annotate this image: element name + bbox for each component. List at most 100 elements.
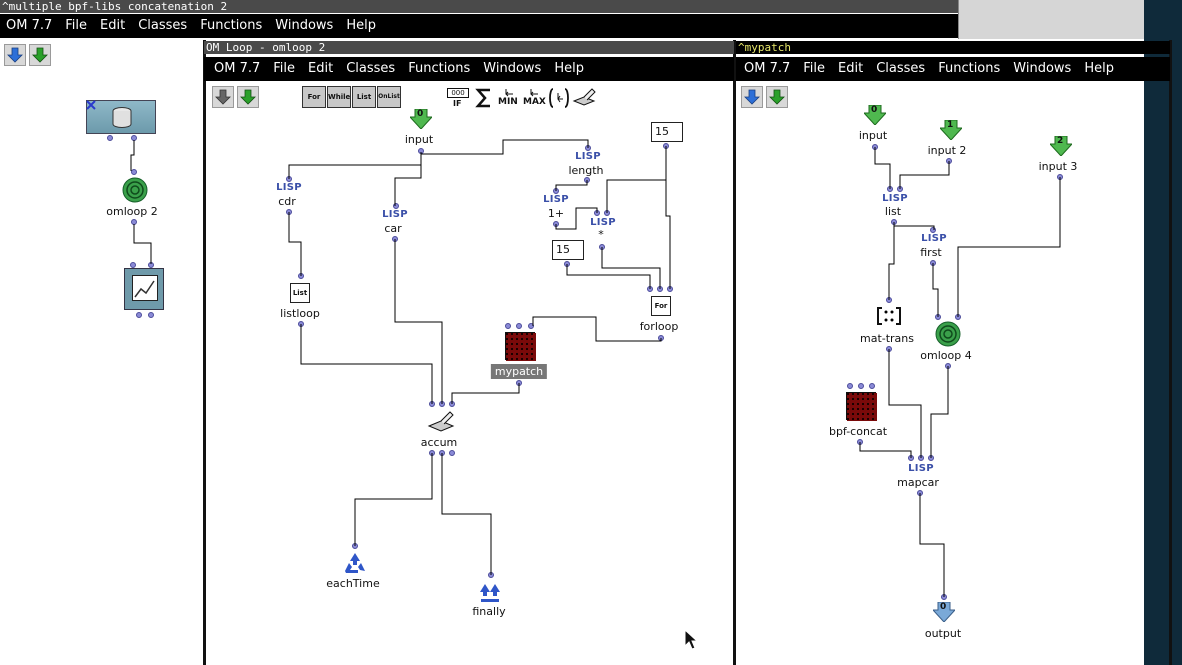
output-blue-arrow-icon[interactable] (933, 602, 955, 622)
menu-file[interactable]: File (65, 18, 88, 33)
list-inlet-2[interactable] (897, 186, 903, 192)
times-outlet[interactable] (599, 244, 605, 250)
menu-help[interactable]: Help (1084, 61, 1114, 76)
menu-om[interactable]: OM 7.7 (744, 61, 791, 76)
palette-max-button[interactable]: MAX (522, 87, 546, 109)
menu-help[interactable]: Help (554, 61, 584, 76)
omloop2-outlet[interactable] (131, 219, 137, 225)
mattrans-inlet[interactable] (886, 297, 892, 303)
car-outlet[interactable] (392, 236, 398, 242)
number-box-top[interactable]: 15 (651, 122, 683, 142)
palette-for-button[interactable]: For (302, 86, 326, 108)
eachtime-inlet[interactable] (352, 543, 358, 549)
menu-file[interactable]: File (273, 61, 296, 76)
eachtime-recycle-icon[interactable] (342, 551, 368, 575)
mypatch-inlet-3[interactable] (528, 323, 534, 329)
list-inlet-1[interactable] (887, 186, 893, 192)
main-arrow-down-button[interactable] (4, 44, 26, 66)
accum-outlet-1[interactable] (429, 450, 435, 456)
listloop-outlet[interactable] (298, 321, 304, 327)
numbox-top-outlet[interactable] (663, 143, 669, 149)
menu-classes[interactable]: Classes (346, 61, 396, 76)
forloop-outlet[interactable] (658, 335, 664, 341)
input-green-arrow-icon[interactable] (1050, 136, 1072, 156)
collect-icon[interactable] (548, 87, 570, 109)
accum-inlet-1[interactable] (429, 401, 435, 407)
menu-classes[interactable]: Classes (876, 61, 926, 76)
mypatch-input-outlet[interactable] (872, 144, 878, 150)
length-outlet[interactable] (584, 177, 590, 183)
first-outlet[interactable] (930, 260, 936, 266)
bpf-outlet-1[interactable] (136, 312, 142, 318)
omloop-window-titlebar[interactable]: OM Loop - omloop 2 (204, 41, 734, 54)
palette-list-button[interactable]: List (352, 86, 376, 108)
mypatch-box[interactable] (505, 332, 536, 361)
menu-edit[interactable]: Edit (100, 18, 126, 33)
list-outlet[interactable] (891, 219, 897, 225)
mypatch-input3-outlet[interactable] (1057, 174, 1063, 180)
bpfconcat-inlet-2[interactable] (858, 383, 864, 389)
times-inlet-1[interactable] (594, 210, 600, 216)
omloop4-outlet[interactable] (945, 363, 951, 369)
input-green-arrow-icon[interactable] (410, 109, 432, 129)
menu-functions[interactable]: Functions (200, 18, 263, 33)
accum-tool-icon[interactable] (572, 87, 598, 109)
bpfconcat-inlet-1[interactable] (847, 383, 853, 389)
mypatch-window-titlebar[interactable]: ^mypatch (736, 41, 1170, 54)
palette-while-button[interactable]: While (327, 86, 351, 108)
forloop-inlet-3[interactable] (667, 286, 673, 292)
mapcar-inlet-1[interactable] (908, 455, 914, 461)
omloop-input-outlet[interactable] (418, 148, 424, 154)
input-green-arrow-icon[interactable] (940, 120, 962, 140)
bpf-outlet-2[interactable] (148, 312, 154, 318)
menu-windows[interactable]: Windows (1013, 61, 1072, 76)
accum-outlet-3[interactable] (449, 450, 455, 456)
menu-edit[interactable]: Edit (838, 61, 864, 76)
times-inlet-2[interactable] (604, 210, 610, 216)
length-inlet[interactable] (585, 145, 591, 151)
mypatch-arrow-down-green-button[interactable] (766, 86, 788, 108)
accum-outlet-2[interactable] (439, 450, 445, 456)
menu-windows[interactable]: Windows (483, 61, 542, 76)
finally-recycle-icon[interactable] (478, 580, 504, 604)
car-inlet[interactable] (393, 203, 399, 209)
bpf-inlet-2[interactable] (148, 262, 154, 268)
accum-inlet-2[interactable] (439, 401, 445, 407)
cdr-outlet[interactable] (286, 209, 292, 215)
omloop-arrow-down-button[interactable] (212, 86, 234, 108)
mapcar-inlet-2[interactable] (918, 455, 924, 461)
db-outlet-1[interactable] (107, 135, 113, 141)
mypatch-arrow-down-button[interactable] (741, 86, 763, 108)
number-box-mid[interactable]: 15 (552, 240, 584, 260)
mypatch-inlet-1[interactable] (505, 323, 511, 329)
omloop-spiral-icon[interactable] (934, 320, 962, 348)
input-green-arrow-icon[interactable] (864, 105, 886, 125)
main-arrow-down-green-button[interactable] (29, 44, 51, 66)
output-inlet[interactable] (941, 594, 947, 600)
mypatch-input2-outlet[interactable] (946, 158, 952, 164)
omloop2-inlet[interactable] (131, 169, 137, 175)
bpf-inlet-1[interactable] (130, 262, 136, 268)
menu-classes[interactable]: Classes (138, 18, 188, 33)
menu-functions[interactable]: Functions (408, 61, 471, 76)
accum-inlet-3[interactable] (449, 401, 455, 407)
palette-if-button[interactable]: 000 IF (446, 87, 472, 109)
forloop-inlet-2[interactable] (657, 286, 663, 292)
forloop-box[interactable]: For (651, 296, 671, 316)
menu-om[interactable]: OM 7.7 (6, 18, 53, 33)
mypatch-label[interactable]: mypatch (490, 364, 548, 379)
numbox-mid-outlet[interactable] (564, 261, 570, 267)
bpf-box[interactable] (124, 268, 164, 310)
oneplus-outlet[interactable] (553, 221, 559, 227)
omloop-spiral-icon[interactable] (121, 176, 149, 204)
matrix-transpose-icon[interactable] (876, 306, 902, 326)
omloop-arrow-down-green-button[interactable] (237, 86, 259, 108)
sum-icon[interactable] (475, 87, 493, 109)
mypatch-inlet-2[interactable] (516, 323, 522, 329)
forloop-inlet-1[interactable] (647, 286, 653, 292)
cdr-inlet[interactable] (286, 176, 292, 182)
menu-functions[interactable]: Functions (938, 61, 1001, 76)
db-outlet-2[interactable] (131, 135, 137, 141)
menu-edit[interactable]: Edit (308, 61, 334, 76)
oneplus-inlet[interactable] (553, 188, 559, 194)
